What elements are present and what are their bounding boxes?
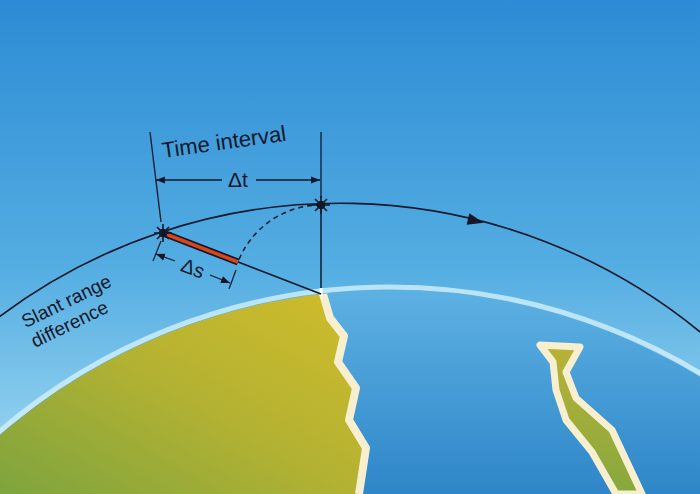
dimension-label: Slant range difference [18, 263, 140, 352]
ground-point [320, 288, 323, 296]
slant-range-difference [163, 233, 238, 262]
extension-line [229, 270, 236, 289]
dimension-symbol: Δs [178, 254, 208, 284]
dimension-label: Time interval [160, 121, 287, 163]
dimension-line [256, 179, 320, 180]
dimension-line [156, 254, 175, 261]
range-arc [238, 205, 321, 262]
dimension-line [210, 275, 230, 283]
slant-range-difference-outline [163, 233, 238, 262]
slant-range-line [163, 233, 321, 294]
extension-line [320, 132, 321, 198]
dimension-symbol: Δt [228, 168, 248, 192]
extension-line [150, 132, 161, 222]
orbit-arrow [467, 213, 485, 228]
land [540, 345, 642, 494]
dimension-line [156, 179, 222, 180]
satellite-symbol [312, 196, 330, 214]
satellite-symbol [154, 224, 172, 242]
extension-line [153, 241, 161, 261]
nadir-line [320, 205, 322, 294]
coastline [323, 294, 366, 494]
